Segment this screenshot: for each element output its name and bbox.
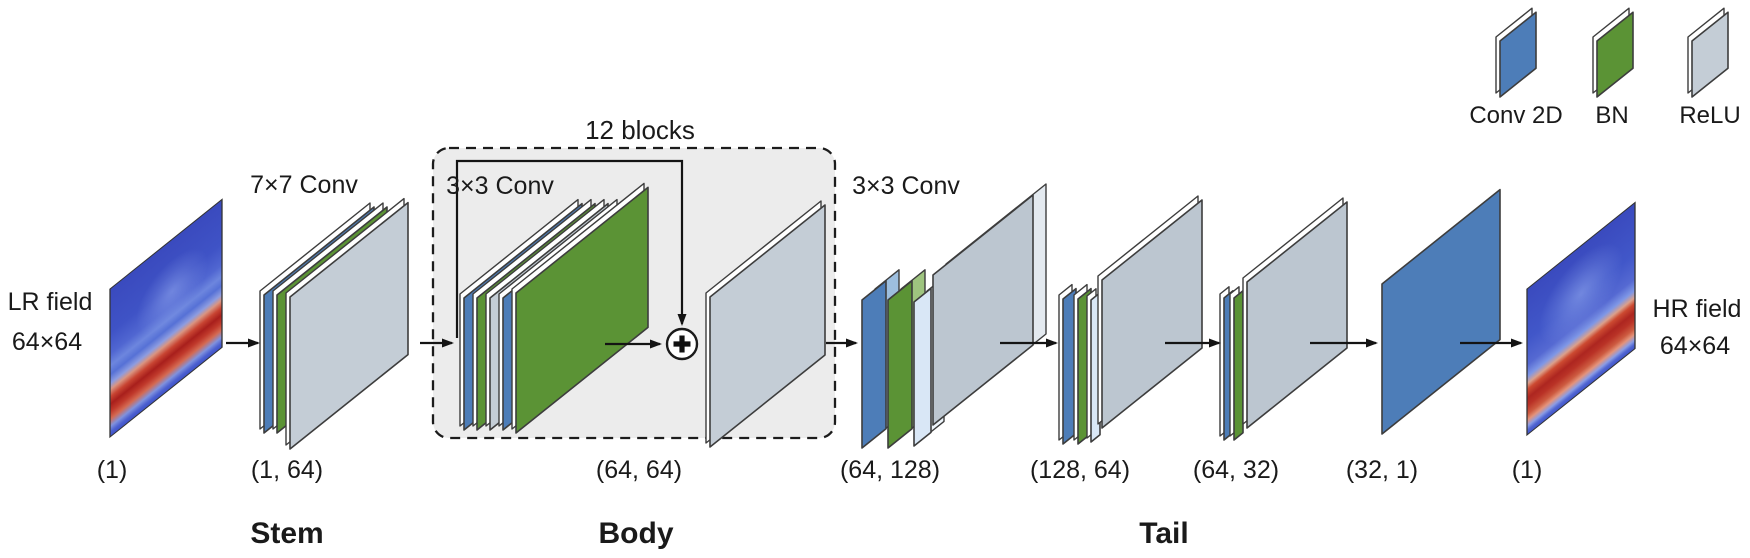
skip-connection-line (455, 159, 687, 338)
block-legend (1495, 7, 1729, 98)
stem-channels: (1, 64) (251, 456, 323, 484)
bn-plate (1233, 289, 1244, 441)
relu_light-plate (913, 287, 932, 447)
hr-channels: (1) (1512, 456, 1543, 484)
block-tail-1 (861, 183, 1047, 449)
legend-label-bn: BN (1595, 102, 1628, 129)
conv-plate (1062, 287, 1077, 445)
lr-field-name: LR field (8, 288, 93, 316)
relu-plate (1691, 11, 1729, 98)
hr-field-name: HR field (1653, 295, 1742, 323)
hr-field-size: 64×64 (1660, 332, 1730, 360)
gray-plate (1101, 199, 1203, 429)
tail1-kernel-label: 3×3 Conv (852, 172, 960, 200)
block-stem (259, 197, 409, 450)
block-post-skip-relu (705, 200, 826, 448)
gray-plate (932, 194, 1034, 426)
lr-field-size: 64×64 (12, 328, 82, 356)
tail4-channels: (32, 1) (1346, 456, 1418, 484)
relu-plate (289, 201, 409, 450)
legend-label-conv: Conv 2D (1469, 102, 1562, 129)
relu-plate (709, 204, 826, 448)
section-label-tail: Tail (1139, 517, 1188, 550)
body-channels: (64, 64) (596, 456, 682, 484)
gray-plate (1246, 201, 1348, 429)
body-repeat-label: 12 blocks (585, 115, 695, 145)
skip-add-icon (665, 327, 699, 361)
conv-plate (1381, 188, 1501, 435)
tail3-channels: (64, 32) (1193, 456, 1279, 484)
block-tail-2 (1058, 195, 1203, 445)
conv-plate (1499, 11, 1537, 98)
tail1-channels: (64, 128) (840, 456, 940, 484)
section-label-stem: Stem (250, 517, 323, 550)
block-tail-4 (1381, 188, 1501, 435)
bn-plate (515, 186, 649, 434)
conv-plate (861, 279, 887, 449)
bn-plate (1596, 11, 1634, 98)
flow-arrows (226, 338, 1523, 349)
bn-plate (887, 279, 913, 449)
hr-field-image (1526, 201, 1636, 437)
body-kernel-label: 3×3 Conv (446, 172, 554, 200)
stem-kernel-label: 7×7 Conv (250, 171, 358, 199)
section-label-body: Body (599, 517, 674, 550)
tail2-channels: (128, 64) (1030, 456, 1130, 484)
lr-field-image (109, 198, 223, 439)
lr-channels: (1) (97, 456, 128, 484)
block-residual (459, 182, 649, 434)
legend-label-relu: ReLU (1679, 102, 1740, 129)
layer-plates (259, 7, 1729, 450)
